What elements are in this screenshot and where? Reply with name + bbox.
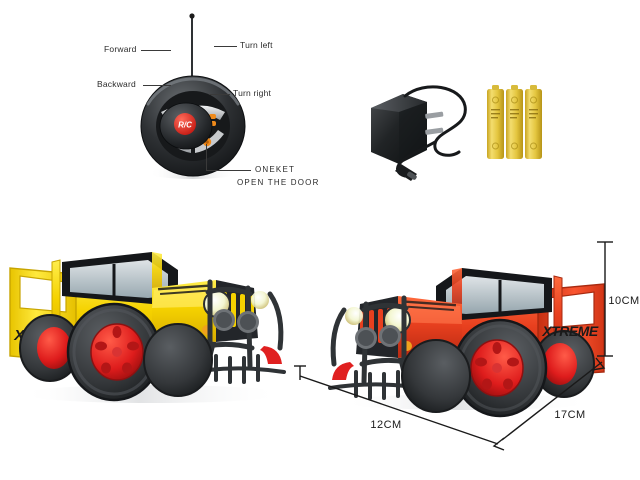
- width-dimension-label: 12CM: [370, 419, 401, 431]
- forward-leader-line: [141, 50, 171, 51]
- rear-wheel: [19, 314, 81, 382]
- red-rc-jeep: XTREME: [328, 268, 605, 418]
- steering-wheel-icon[interactable]: R/C: [134, 74, 252, 180]
- dimension-annotations: 10CM 17CM 12CM: [294, 241, 639, 451]
- oneket-label: ONEKET: [255, 165, 296, 174]
- battery-pack-icon: [487, 85, 542, 159]
- oneket-leader-vertical: [206, 144, 207, 170]
- turn-left-label: Turn left: [240, 40, 273, 50]
- backward-label: Backward: [97, 79, 136, 89]
- open-the-door-label: OPEN THE DOOR: [237, 178, 320, 187]
- yellow-rc-jeep: XTREME: [9, 252, 286, 403]
- red-jeep-decal: XTREME: [541, 323, 599, 339]
- turn-right-leader-line: [209, 94, 230, 95]
- height-dimension-label: 10CM: [608, 295, 639, 307]
- oneket-leader-horizontal: [206, 170, 251, 171]
- controller-group: R/C Forward Backward Turn left Turn righ…: [97, 12, 335, 197]
- backward-leader-line: [143, 85, 171, 86]
- turn-left-leader-line: [214, 46, 237, 47]
- hub-logo-text: R/C: [178, 121, 192, 130]
- ac-charger-icon: [371, 85, 467, 181]
- forward-label: Forward: [104, 44, 137, 54]
- length-dimension-label: 17CM: [554, 409, 585, 421]
- turn-right-label: Turn right: [233, 88, 272, 98]
